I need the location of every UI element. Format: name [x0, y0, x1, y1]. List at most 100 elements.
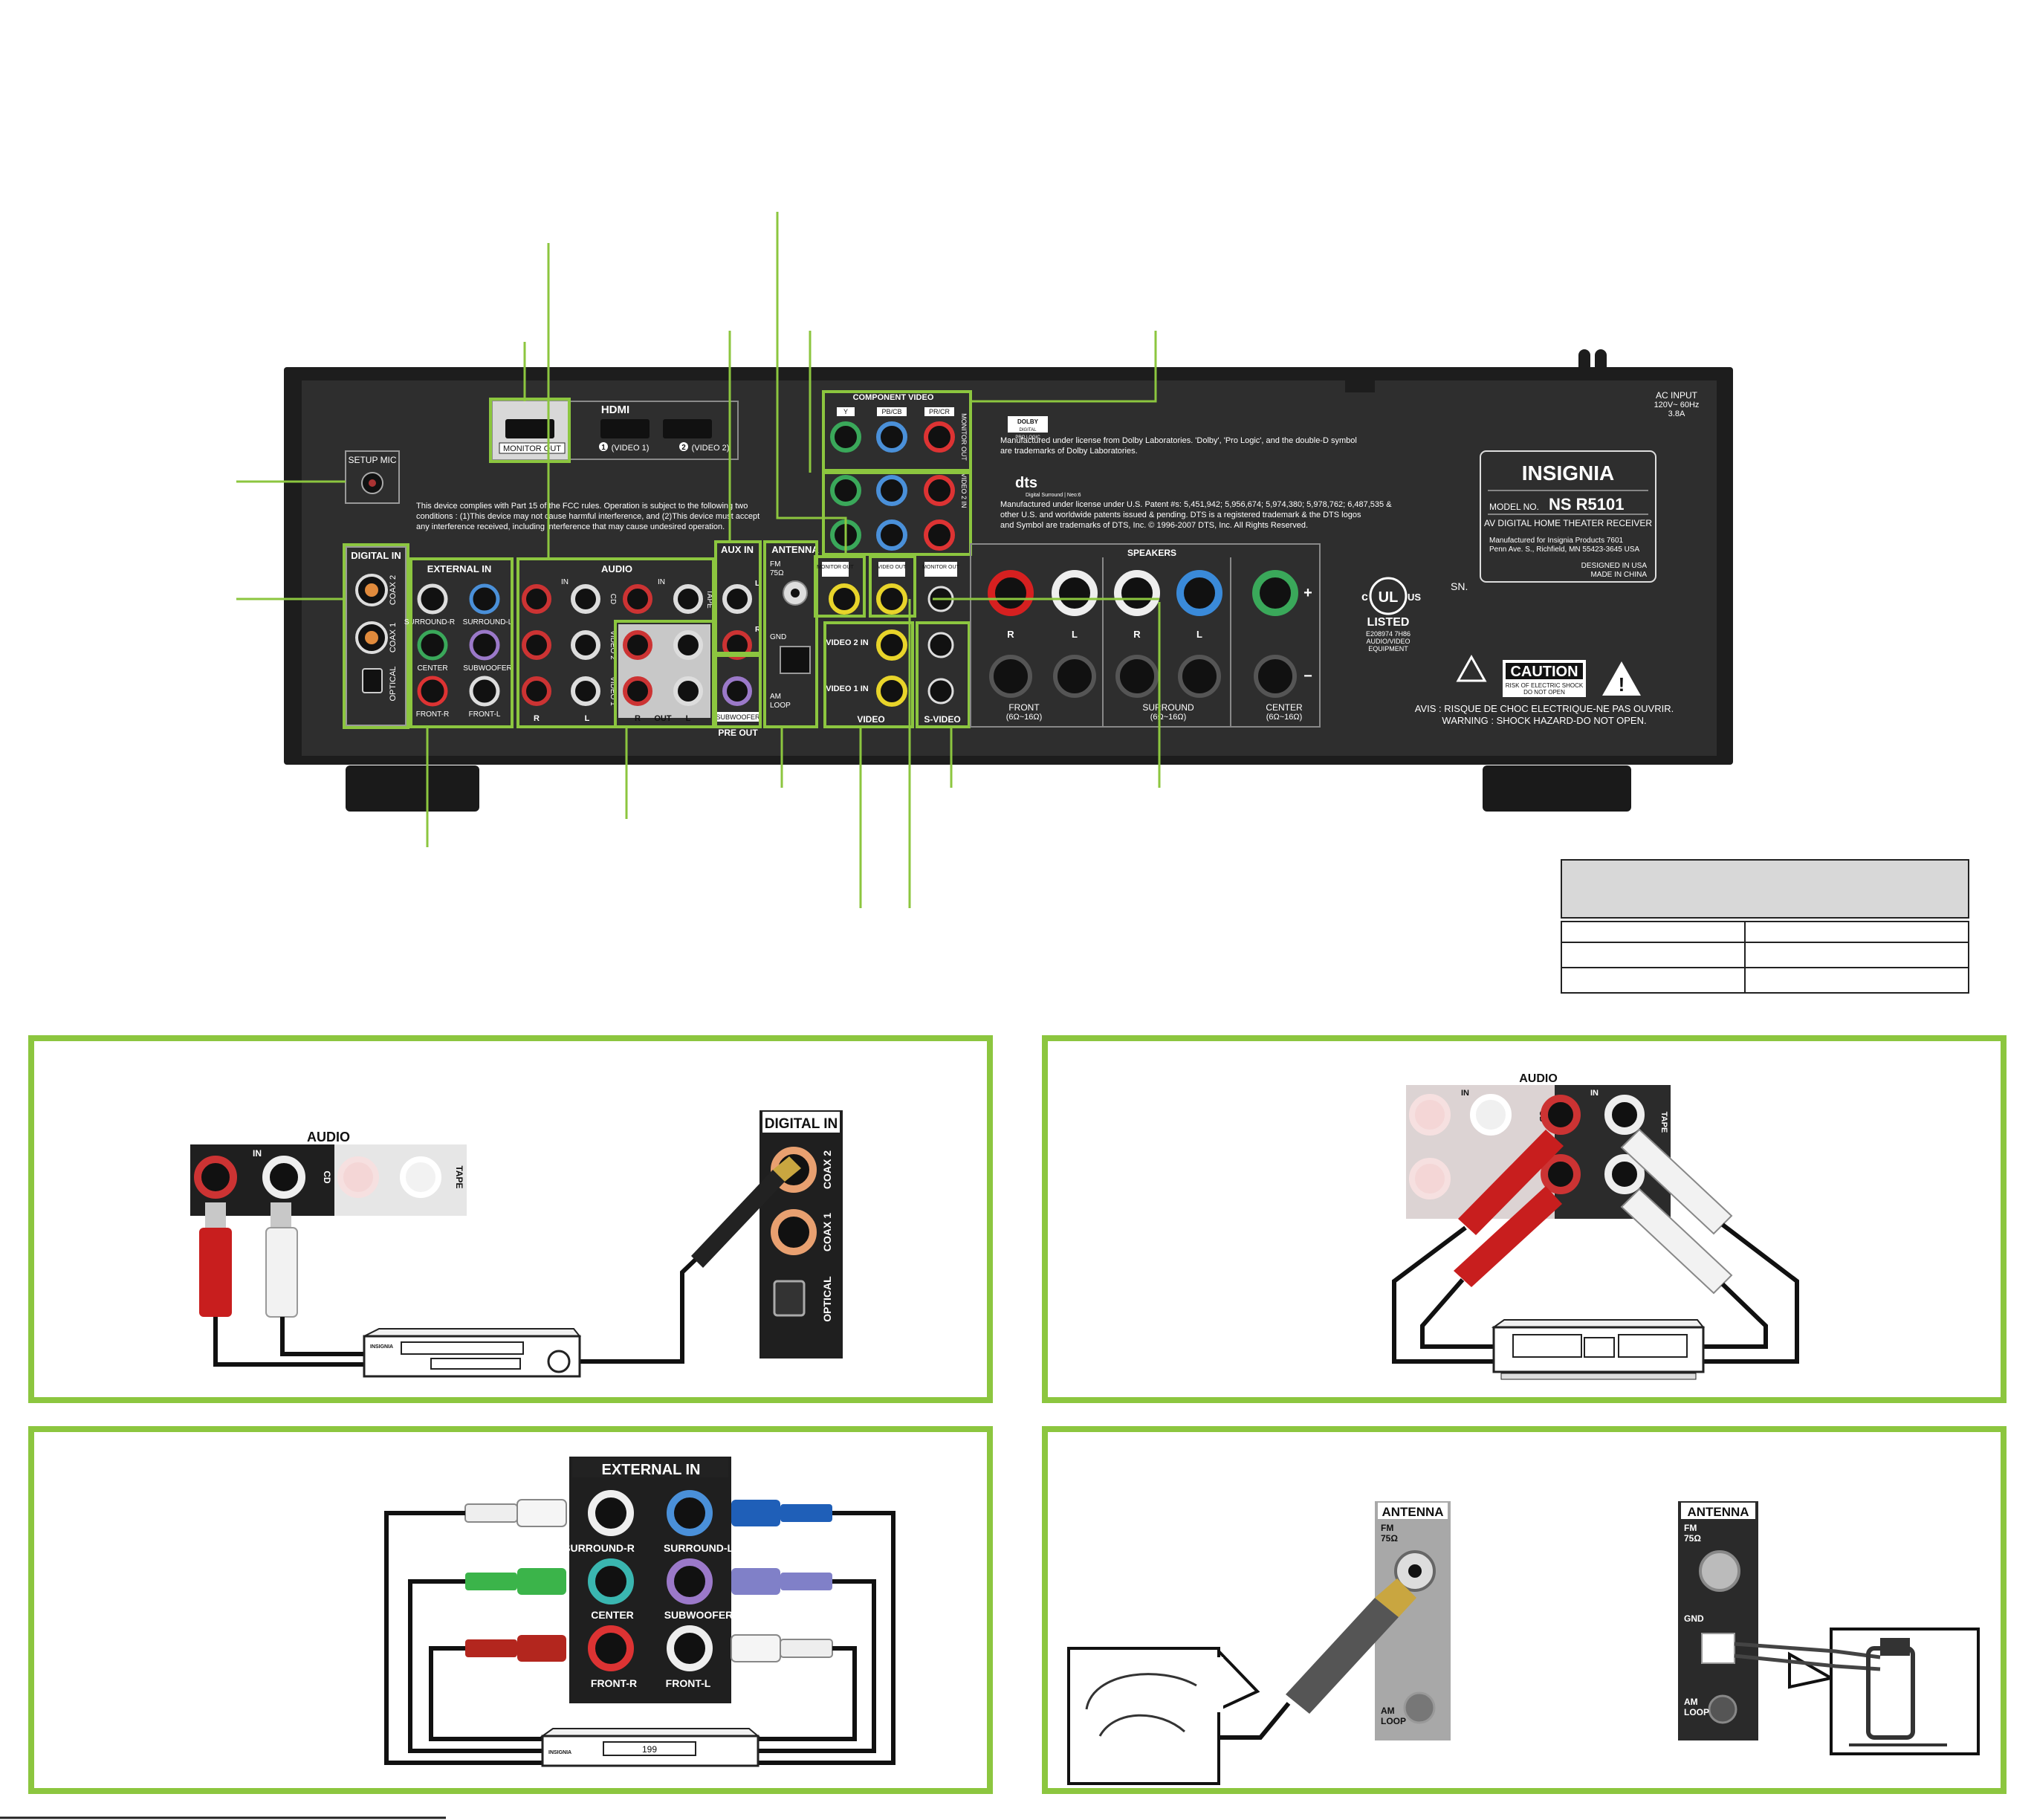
video1-in-jack[interactable]: [876, 676, 907, 707]
am-loop-terminal[interactable]: [780, 646, 811, 674]
aux-l-jack[interactable]: [722, 584, 752, 614]
svg-text:GND: GND: [1684, 1613, 1704, 1624]
hdmi-video2-port[interactable]: [663, 419, 712, 438]
tape-out-l-jack[interactable]: [673, 630, 703, 660]
video2-l-jack[interactable]: [571, 630, 600, 660]
svideo1-in-jack[interactable]: [927, 678, 954, 705]
video-out-jack[interactable]: [876, 583, 907, 615]
svg-text:TAPE: TAPE: [705, 589, 713, 609]
model-number: NS R5101: [1549, 495, 1625, 514]
p1-coax1-jack[interactable]: [771, 1209, 817, 1255]
svg-text:IN: IN: [1590, 1089, 1599, 1098]
panel-cd-player-connection: AUDIO IN CD TAPE INSIGNIA DIGITAL IN: [28, 1035, 993, 1403]
svg-text:other U.S. and worldwide paten: other U.S. and worldwide patents issued …: [1000, 511, 1361, 519]
out-l-jack[interactable]: [673, 676, 703, 706]
p1-cd-l-jack[interactable]: [262, 1156, 305, 1199]
svg-text:Manufactured for Insignia Prod: Manufactured for Insignia Products 7601: [1489, 537, 1624, 545]
optical-jack[interactable]: [362, 668, 383, 693]
video2-r-jack[interactable]: [522, 630, 551, 660]
p3-subwoofer-jack[interactable]: [667, 1558, 713, 1604]
video-monitor-out-jack[interactable]: [829, 583, 860, 615]
svg-text:SPEAKERS: SPEAKERS: [1127, 548, 1176, 558]
p3-front-l-jack[interactable]: [667, 1625, 713, 1671]
subwoofer-jack[interactable]: [469, 629, 500, 661]
hdmi-video1-port[interactable]: [600, 419, 650, 438]
component-pr-v1-jack[interactable]: [924, 519, 955, 551]
surround-l-jack[interactable]: [469, 583, 500, 615]
component-y-out-jack[interactable]: [830, 421, 861, 453]
svg-text:SUBWOOFER: SUBWOOFER: [463, 664, 512, 673]
svg-text:3.8A: 3.8A: [1668, 409, 1685, 418]
model-label-plate: INSIGNIA MODEL NO. NS R5101 AV DIGITAL H…: [1480, 450, 1656, 583]
front-r-minus-terminal[interactable]: [989, 655, 1032, 698]
pre-out-subwoofer-jack[interactable]: [722, 676, 752, 706]
svg-text:199: 199: [642, 1744, 657, 1755]
p2-tape-in-r-jack[interactable]: [1541, 1095, 1581, 1135]
svideo2-in-jack[interactable]: [927, 632, 954, 658]
svg-text:LOOP: LOOP: [770, 702, 791, 710]
dolby-dts-notice: DOLBY DIGITAL PRO LOGIC Manufactured und…: [1000, 416, 1392, 530]
svg-text:FM: FM: [770, 560, 780, 569]
svg-text:This device complies with Part: This device complies with Part 15 of the…: [416, 502, 748, 511]
svg-text:DESIGNED IN USA: DESIGNED IN USA: [1581, 562, 1648, 570]
front-r-jack[interactable]: [417, 676, 448, 707]
p4-am-terminal[interactable]: [1701, 1633, 1735, 1664]
cd-l-jack[interactable]: [571, 584, 600, 614]
svg-text:R: R: [1007, 629, 1014, 640]
p2-tape-out-l-jack[interactable]: [1604, 1154, 1645, 1194]
front-l-minus-terminal[interactable]: [1053, 655, 1096, 698]
component-pr-v2-jack[interactable]: [924, 475, 955, 506]
cd-r-jack[interactable]: [522, 584, 551, 614]
svg-text:FM: FM: [1684, 1523, 1697, 1533]
ul-listed-mark: UL c US LISTED E208974 7H86 AUDIO/VIDEO …: [1361, 577, 1421, 652]
front-l-jack[interactable]: [469, 676, 500, 707]
surround-r-minus-terminal[interactable]: [1115, 655, 1159, 698]
audio-title: AUDIO: [601, 563, 632, 574]
p1-cd-r-jack[interactable]: [194, 1156, 237, 1199]
svg-text:TAPE: TAPE: [1659, 1112, 1668, 1133]
svg-text:75Ω: 75Ω: [770, 569, 784, 577]
surround-r-plus-terminal[interactable]: [1114, 570, 1160, 616]
surround-l-plus-terminal[interactable]: [1176, 570, 1222, 616]
svg-text:DO NOT OPEN: DO NOT OPEN: [1523, 689, 1565, 696]
panel-tape-deck-connection: AUDIO IN IN CD TAPE: [1042, 1035, 2007, 1403]
insignia-logo: INSIGNIA: [1522, 462, 1614, 485]
center-minus-terminal[interactable]: [1254, 655, 1297, 698]
p3-surround-r-jack[interactable]: [588, 1490, 634, 1536]
component-pb-out-jack[interactable]: [876, 421, 907, 453]
surround-r-jack[interactable]: [417, 583, 448, 615]
aux-r-jack[interactable]: [722, 630, 752, 660]
tape-in-l-jack[interactable]: [673, 584, 703, 614]
surround-l-minus-terminal[interactable]: [1178, 655, 1221, 698]
svg-text:conditions : (1)This device ma: conditions : (1)This device may not caus…: [416, 512, 759, 521]
component-pb-v1-jack[interactable]: [876, 519, 907, 551]
video2-in-jack[interactable]: [876, 629, 907, 661]
tape-out-r-jack[interactable]: [623, 630, 652, 660]
svg-text:VIDEO 1 IN: VIDEO 1 IN: [826, 684, 869, 693]
component-pr-out-jack[interactable]: [924, 421, 955, 453]
svg-text:VIDEO 1: VIDEO 1: [609, 676, 617, 706]
svg-text:OPTICAL: OPTICAL: [821, 1276, 833, 1322]
svg-text:FM: FM: [1381, 1523, 1393, 1533]
front-r-plus-terminal[interactable]: [988, 570, 1034, 616]
video1-l-jack[interactable]: [571, 676, 600, 706]
center-plus-terminal[interactable]: [1252, 570, 1298, 616]
p3-front-r-jack[interactable]: [588, 1625, 634, 1671]
svg-text:S-VIDEO: S-VIDEO: [924, 714, 960, 725]
p3-surround-l-jack[interactable]: [667, 1490, 713, 1536]
p2-tape-in-l-jack[interactable]: [1604, 1095, 1645, 1135]
component-y-v2-jack[interactable]: [830, 475, 861, 506]
aux-in-section: AUX IN L R SUBWOOFER PRE OUT: [716, 544, 761, 738]
tape-in-r-jack[interactable]: [623, 584, 652, 614]
left-foot: [346, 765, 479, 812]
svg-text:LOOP: LOOP: [1684, 1707, 1709, 1717]
front-l-plus-terminal[interactable]: [1052, 570, 1098, 616]
p3-center-jack[interactable]: [588, 1558, 634, 1604]
center-jack[interactable]: [417, 629, 448, 661]
component-pb-v2-jack[interactable]: [876, 475, 907, 506]
p2-tape-out-r-jack[interactable]: [1541, 1154, 1581, 1194]
out-r-jack[interactable]: [623, 676, 652, 706]
svg-text:SUBWOOFER: SUBWOOFER: [716, 713, 760, 721]
hdmi-monitor-out-port[interactable]: [505, 419, 554, 438]
video1-r-jack[interactable]: [522, 676, 551, 706]
